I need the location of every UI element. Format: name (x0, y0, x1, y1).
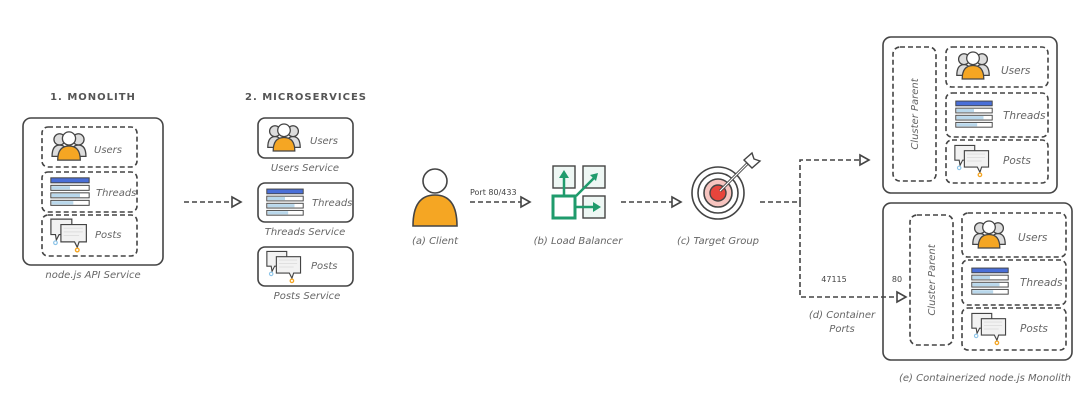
monolith-users-module: Users (41, 126, 138, 168)
users-service: Users Users Service (257, 117, 354, 174)
container-ports-label-line1: (d) Container (809, 310, 876, 321)
monolith-box (22, 117, 164, 266)
monolith-posts-module: Posts (41, 214, 138, 257)
users-icon (51, 131, 87, 161)
cluster-parent-label: Cluster Parent (910, 77, 921, 149)
service-caption: Threads Service (265, 227, 346, 238)
client-icon (412, 168, 458, 227)
load-balancer-label: (b) Load Balancer (534, 236, 624, 247)
cluster-parent-label: Cluster Parent (927, 243, 938, 315)
container-instance-2: Cluster Parent Users Threads Posts (882, 202, 1073, 361)
monolith-title: 1. MONOLITH (50, 92, 136, 103)
module-label: Threads (1003, 110, 1046, 122)
container-instance-1: Cluster Parent Users Threads Posts (882, 36, 1058, 194)
users-icon (956, 51, 990, 80)
lb-to-target-arrow (621, 195, 683, 209)
module-label: Posts (95, 230, 122, 241)
microservices-title: 2. MICROSERVICES (245, 92, 367, 103)
client-to-lb-arrow (470, 195, 532, 209)
threads-service: Threads Threads Service (257, 182, 354, 238)
module-label: Posts (1020, 323, 1048, 335)
containerized-monolith-caption: (e) Containerized node.js Monolith (899, 373, 1071, 384)
monolith-threads-module: Threads (41, 171, 138, 213)
module-label: Users (1001, 65, 1031, 77)
service-label: Threads (312, 198, 352, 209)
service-caption: Users Service (271, 163, 339, 174)
module-label: Posts (1003, 155, 1031, 167)
host-port-label: 47115 (821, 275, 846, 284)
service-label: Users (310, 136, 338, 147)
users-icon (267, 123, 301, 152)
container-port-label: 80 (892, 275, 902, 284)
container-ports-label-line2: Ports (829, 324, 854, 335)
module-label: Threads (96, 188, 136, 199)
target-group-label: (c) Target Group (677, 236, 759, 247)
module-label: Users (94, 145, 122, 156)
service-caption: Posts Service (274, 291, 341, 302)
users-icon (972, 220, 1006, 249)
service-label: Posts (311, 261, 338, 272)
cluster-parent-box (892, 46, 937, 182)
module-label: Users (1018, 232, 1048, 244)
cluster-parent-box (909, 214, 954, 346)
posts-service: Posts Posts Service (257, 246, 354, 302)
module-label: Threads (1020, 277, 1063, 289)
target-to-containers-arrows (760, 153, 908, 304)
monolith-to-microservices-arrow (184, 195, 243, 209)
load-balancer-icon (551, 165, 606, 220)
monolith-caption: node.js API Service (45, 270, 140, 281)
port-label: Port 80/433 (470, 188, 517, 197)
target-icon (691, 151, 762, 220)
client-label: (a) Client (412, 236, 459, 247)
